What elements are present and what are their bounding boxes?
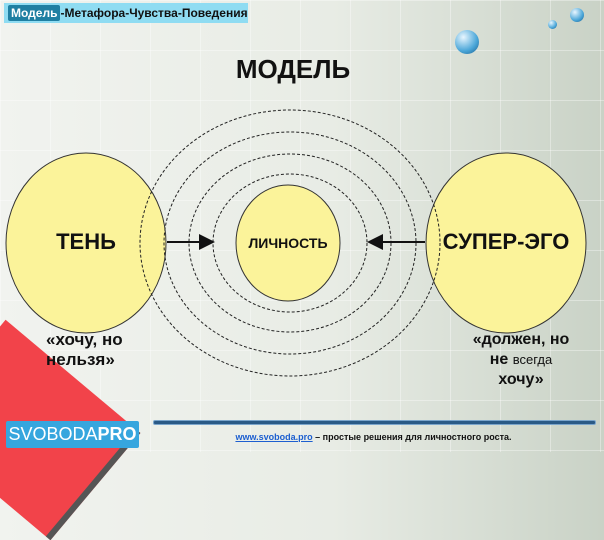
water-drop-decoration — [455, 30, 479, 54]
water-drop-decoration — [570, 8, 584, 22]
shadow-label: ТЕНЬ — [56, 229, 116, 254]
footer-text: www.svoboda.pro – простые решения для ли… — [153, 432, 594, 442]
model-diagram — [5, 109, 587, 377]
quote-small: всегда — [512, 352, 553, 367]
dashed-ring — [139, 109, 441, 377]
personality-circle — [235, 184, 341, 302]
footer-divider — [153, 420, 596, 425]
superego-quote: «должен, но не всегда хочу» — [464, 330, 578, 390]
personality-label: ЛИЧНОСТЬ — [248, 235, 328, 251]
water-drop-decoration — [548, 20, 557, 29]
shadow-quote: «хочу, но нельзя» — [46, 330, 123, 369]
superego-circle — [425, 152, 587, 334]
slide-title: МОДЕЛЬ — [235, 54, 351, 84]
logo-text-b: PRO — [97, 424, 137, 444]
slide-header: Модель -Метафора-Чувства-Поведения — [4, 3, 248, 23]
website-link[interactable]: www.svoboda.pro — [235, 432, 313, 442]
quote-bold: «должен, но не — [472, 331, 570, 368]
logo-text-a: SVOBODA — [8, 424, 98, 444]
tagline: – простые решения для личностного роста. — [312, 432, 512, 442]
svobodapro-logo: SVOBODAPRO — [6, 421, 139, 448]
header-rest: -Метафора-Чувства-Поведения — [60, 6, 248, 20]
shadow-circle — [5, 152, 167, 334]
quote-end: хочу» — [498, 371, 544, 388]
superego-label: СУПЕР-ЭГО — [442, 229, 570, 254]
header-highlight: Модель — [8, 5, 61, 21]
